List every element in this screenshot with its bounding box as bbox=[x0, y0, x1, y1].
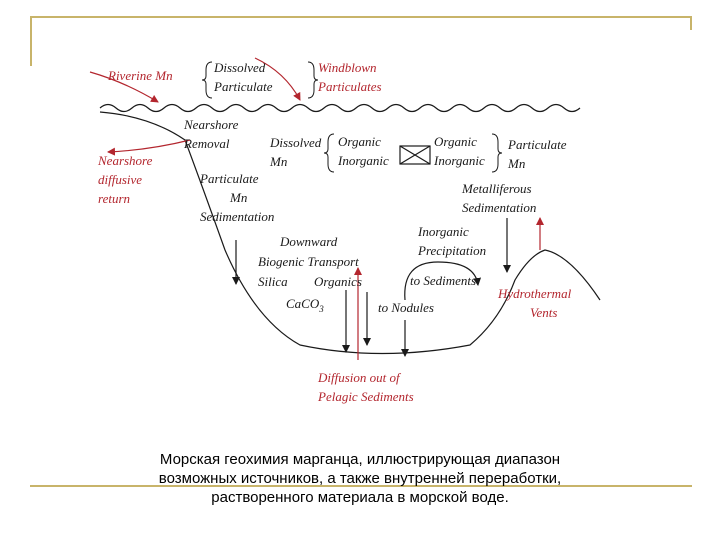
caco3-label: CaCO3 bbox=[286, 296, 324, 314]
windblown-input-arrow bbox=[254, 57, 301, 101]
bracket-riverine bbox=[201, 61, 213, 99]
windblown-label-2: Particulates bbox=[317, 79, 382, 94]
riverine-input-arrow bbox=[89, 71, 159, 103]
nearshore-diffusive-label-2: diffusive bbox=[98, 172, 142, 187]
nearshore-removal-label-2: Removal bbox=[183, 136, 230, 151]
bracket-dissolved bbox=[323, 133, 335, 173]
organic-right-label: Organic bbox=[434, 134, 477, 149]
hydrothermal-label-2: Vents bbox=[530, 305, 557, 320]
caption-line-3: растворенного материала в морской воде. bbox=[211, 489, 509, 506]
diffusion-label-1: Diffusion out of bbox=[317, 370, 402, 385]
inorganic-precipitation-label-1: Inorganic bbox=[417, 224, 469, 239]
windblown-label-1: Windblown bbox=[318, 60, 377, 75]
organics-label: Organics bbox=[314, 274, 362, 289]
downward-label-1: Downward bbox=[279, 234, 338, 249]
nearshore-removal-label-1: Nearshore bbox=[183, 117, 239, 132]
particulate-input-label: Particulate bbox=[213, 79, 273, 94]
precipitation-arrow bbox=[404, 261, 482, 301]
slide-frame-bottom bbox=[30, 485, 692, 487]
bracket-windblown bbox=[307, 61, 319, 99]
nearshore-diffusive-label-1: Nearshore bbox=[97, 153, 153, 168]
nearshore-diffusive-label-3: return bbox=[98, 191, 130, 206]
dissolved-input-label: Dissolved bbox=[213, 60, 266, 75]
particulate-sedimentation-label-1: Particulate bbox=[199, 171, 259, 186]
particulate-sedimentation-label-3: Sedimentation bbox=[200, 209, 274, 224]
diffusion-label-2: Pelagic Sediments bbox=[317, 389, 414, 404]
sea-surface-line bbox=[99, 103, 581, 113]
nearshore-diffusive-arrow bbox=[107, 139, 191, 156]
ocean-basin-profile bbox=[99, 111, 601, 355]
particulate-mn-label-2: Mn bbox=[507, 156, 525, 171]
dissolved-mn-label-2: Mn bbox=[269, 154, 287, 169]
speciation-exchange-box bbox=[399, 145, 431, 165]
caption-line-1: Морская геохимия марганца, иллюстрирующа… bbox=[159, 451, 561, 468]
riverine-mn-label: Riverine Mn bbox=[107, 68, 173, 83]
bracket-particulate bbox=[491, 133, 503, 173]
silica-label: Silica bbox=[258, 274, 288, 289]
dissolved-mn-label-1: Dissolved bbox=[269, 135, 322, 150]
particulate-sedimentation-label-2: Mn bbox=[229, 190, 247, 205]
manganese-geochemistry-diagram: Riverine Mn Windblown Particulates Nears… bbox=[89, 57, 601, 404]
organic-left-label: Organic bbox=[338, 134, 381, 149]
metalliferous-label-2: Sedimentation bbox=[462, 200, 536, 215]
to-sediments-label: to Sediments bbox=[410, 273, 476, 288]
metalliferous-label-1: Metalliferous bbox=[461, 181, 532, 196]
hydrothermal-label-1: Hydrothermal bbox=[497, 286, 572, 301]
slide-frame-right bbox=[690, 16, 692, 30]
caption-line-2: возможных источников, а также внутренней… bbox=[158, 470, 562, 487]
inorganic-precipitation-label-2: Precipitation bbox=[417, 243, 486, 258]
inorganic-right-label: Inorganic bbox=[433, 153, 485, 168]
to-nodules-label: to Nodules bbox=[378, 300, 434, 315]
inorganic-left-label: Inorganic bbox=[337, 153, 389, 168]
slide-frame-left bbox=[30, 16, 32, 66]
slide-caption: Морская геохимия марганца, иллюстрирующа… bbox=[80, 450, 640, 507]
slide-frame-top bbox=[30, 16, 692, 18]
particulate-mn-label-1: Particulate bbox=[507, 137, 567, 152]
downward-label-2: Biogenic Transport bbox=[258, 254, 359, 269]
